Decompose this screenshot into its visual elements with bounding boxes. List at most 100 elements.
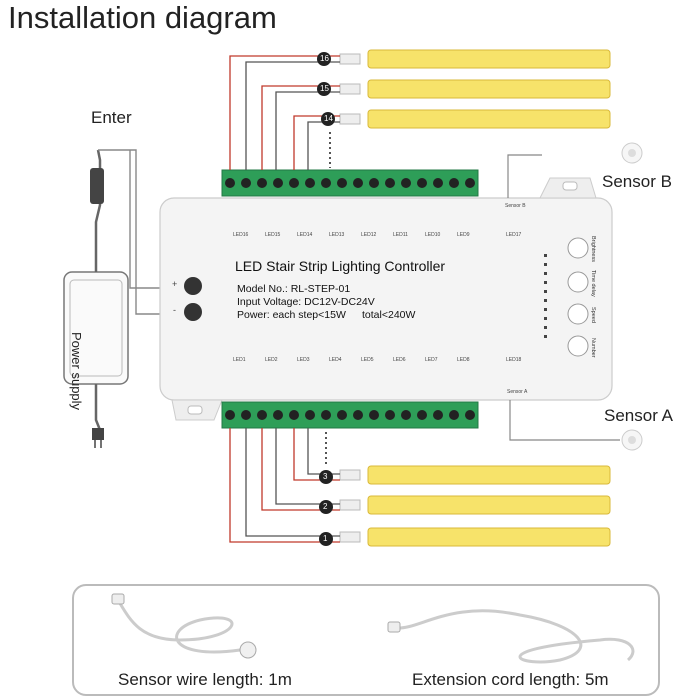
terminal-screw <box>369 178 379 188</box>
led-port-label: LED12 <box>361 232 377 238</box>
led-port-label: LED4 <box>329 357 342 363</box>
indicator-dots <box>544 254 547 338</box>
ac-plug <box>92 428 104 440</box>
indicator-dot <box>544 272 547 275</box>
sensor-b-cable <box>507 154 542 198</box>
led-port-label: LED14 <box>297 232 313 238</box>
indicator-dot <box>544 281 547 284</box>
terminal-screw <box>417 178 427 188</box>
dc-jack-minus <box>184 303 202 321</box>
badge-1-number: 1 <box>323 534 328 543</box>
terminal-screw <box>257 410 267 420</box>
wire-14-gray <box>307 121 340 170</box>
strip-1 <box>339 527 611 547</box>
total-power: total<240W <box>362 309 416 321</box>
minus-label: - <box>173 305 176 315</box>
sensor-wire-length: Sensor wire length: 1m <box>118 670 292 689</box>
badge-3 <box>319 470 333 484</box>
extension-cord-connector <box>387 621 401 633</box>
sensor-wire-connector <box>111 593 125 605</box>
indicator-dot <box>544 290 547 293</box>
terminal-screw <box>385 410 395 420</box>
led-port-label: LED10 <box>425 232 441 238</box>
mount-hole-top <box>562 181 578 191</box>
extension-cord-coil <box>395 609 635 664</box>
strip-14 <box>339 109 611 129</box>
terminal-screw <box>225 410 235 420</box>
strip-3 <box>339 465 611 485</box>
input-voltage: Input Voltage: DC12V-DC24V <box>237 296 375 308</box>
indicator-dot <box>544 335 547 338</box>
model-number: Model No.: RL-STEP-01 <box>237 283 351 295</box>
speed-label: Speed <box>590 307 596 323</box>
terminal-screw <box>257 178 267 188</box>
led-port-label: LED13 <box>329 232 345 238</box>
terminal-screw <box>449 178 459 188</box>
led-port-label: LED7 <box>425 357 438 363</box>
wire-2-red <box>261 428 340 511</box>
brightness-label: Brightness <box>590 236 596 262</box>
wire-16-red <box>229 55 340 170</box>
led17-label: LED17 <box>506 232 522 238</box>
power-supply-label: Power supply <box>69 332 84 411</box>
wire-3-gray <box>307 428 340 475</box>
terminal-screw <box>273 178 283 188</box>
time-delay-label: Time delay <box>590 270 596 297</box>
top-terminal-screws <box>225 178 475 188</box>
indicator-dot <box>544 317 547 320</box>
terminal-screw <box>385 178 395 188</box>
terminal-screw <box>465 178 475 188</box>
extension-cord-length: Extension cord length: 5m <box>412 670 609 689</box>
led-port-label: LED3 <box>297 357 310 363</box>
terminal-screw <box>353 410 363 420</box>
led-port-label: LED6 <box>393 357 406 363</box>
number-button <box>567 335 589 357</box>
sensor-wire-coil <box>116 599 241 654</box>
badge-15-number: 15 <box>320 84 329 93</box>
controller-title: LED Stair Strip Lighting Controller <box>235 258 446 274</box>
terminal-screw <box>321 410 331 420</box>
terminal-screw <box>305 410 315 420</box>
led-port-label: LED11 <box>393 232 408 238</box>
indicator-dot <box>544 254 547 257</box>
speed-button <box>567 303 589 325</box>
input-cable <box>94 149 102 272</box>
badge-15 <box>317 82 331 96</box>
wire-14-red <box>293 115 340 170</box>
wire-2-gray <box>275 428 340 505</box>
badge-3-number: 3 <box>323 472 328 481</box>
brightness-button <box>567 237 589 259</box>
strip-15 <box>339 79 611 99</box>
terminal-screw <box>289 178 299 188</box>
terminal-screw <box>465 410 475 420</box>
indicator-dot <box>544 263 547 266</box>
sensor-b-label: Sensor B <box>602 172 672 191</box>
port-sensor-b: Sensor B <box>505 203 526 209</box>
wire-16-gray <box>245 61 340 170</box>
indicator-dot <box>544 308 547 311</box>
terminal-screw <box>305 178 315 188</box>
led18-label: LED18 <box>506 357 522 363</box>
terminal-screw <box>353 178 363 188</box>
badge-14-number: 14 <box>324 114 333 123</box>
page-title: Installation diagram <box>8 0 277 35</box>
badge-14 <box>321 112 335 126</box>
led-port-label: LED8 <box>457 357 470 363</box>
accessories-box <box>72 584 660 696</box>
terminal-screw <box>449 410 459 420</box>
sensor-wire-sensor-head <box>239 641 257 659</box>
terminal-screw <box>337 178 347 188</box>
strip-2 <box>339 495 611 515</box>
badge-16-number: 16 <box>320 54 329 63</box>
wire-3-red <box>293 428 340 481</box>
terminal-screw <box>433 178 443 188</box>
number-label: Number <box>590 338 596 358</box>
badge-16 <box>317 52 331 66</box>
badge-2 <box>319 500 333 514</box>
sensor-b-lens <box>628 149 636 157</box>
led-port-label: LED15 <box>265 232 281 238</box>
dc-jack-plus <box>184 277 202 295</box>
terminal-screw <box>289 410 299 420</box>
power-rating: Power: each step<15W <box>237 309 346 321</box>
